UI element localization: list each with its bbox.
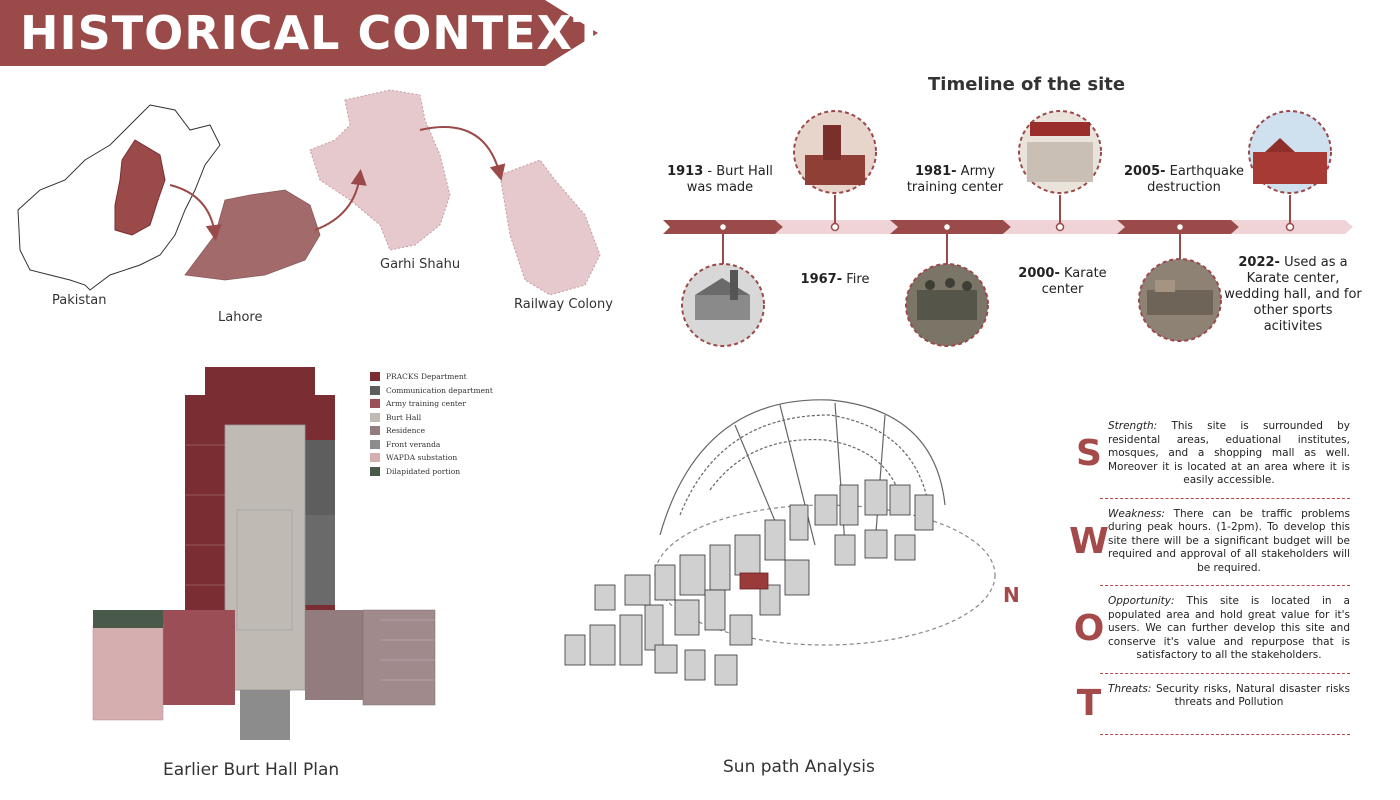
timeline-event-1913: 1913 - Burt Hall was made: [667, 164, 773, 195]
timeline: 1913 - Burt Hall was made 1967- Fire 198…: [655, 100, 1375, 360]
swot-letter-t: T: [1076, 682, 1102, 724]
swot-weakness: W Weakness: There can be traffic problem…: [1069, 507, 1350, 576]
legend-item: Burt Hall: [370, 411, 510, 424]
photo-1967: [793, 110, 877, 194]
map-label-railway-colony: Railway Colony: [514, 297, 613, 312]
map-label-lahore: Lahore: [218, 310, 263, 325]
swot-divider: [1100, 672, 1350, 674]
swot-divider: [1100, 497, 1350, 499]
legend-item: Army training center: [370, 397, 510, 410]
photo-1981: [905, 263, 989, 347]
swot-threats-text: Threats: Security risks, Natural disaste…: [1108, 682, 1350, 709]
site-highlight: [739, 572, 769, 590]
sun-path-drawing: [564, 399, 996, 686]
banner-arrow-shape: [0, 0, 598, 66]
legend-item: WAPDA substation: [370, 451, 510, 464]
photo-2022: [1248, 110, 1332, 194]
legend-item: Communication department: [370, 384, 510, 397]
lahore-shape: [184, 189, 321, 281]
plan-caption: Earlier Burt Hall Plan: [163, 760, 340, 780]
swot-opportunity-text: Opportunity: This site is located in a p…: [1108, 595, 1350, 661]
timeline-event-1981: 1981- Army training center: [906, 164, 1004, 195]
location-map-drawing: [17, 89, 601, 296]
swot-strength-text: Strength: This site is surrounded by res…: [1108, 420, 1350, 486]
timeline-event-1967: 1967- Fire: [800, 272, 870, 287]
swot-letter-w: W: [1069, 520, 1109, 562]
swot-strength: S Strength: This site is surrounded by r…: [1070, 420, 1350, 488]
north-indicator: N: [1003, 583, 1020, 607]
map-label-garhi-shahu: Garhi Shahu: [380, 257, 461, 272]
swot-weakness-text: Weakness: There can be traffic problems …: [1108, 507, 1350, 574]
swot-threats: T Threats: Security risks, Natural disas…: [1070, 683, 1350, 724]
timeline-graphic: [663, 110, 1353, 347]
timeline-title: Timeline of the site: [928, 74, 1126, 95]
legend-item: Dilapidated portion: [370, 465, 510, 478]
swot-divider: [1100, 585, 1350, 586]
photo-2005: [1138, 258, 1222, 342]
timeline-event-2000: 2000- Karate center: [1018, 266, 1107, 297]
legend-item: PRACKS Department: [370, 370, 510, 383]
legend-item: Residence: [370, 424, 510, 437]
map-label-pakistan: Pakistan: [52, 293, 107, 308]
railway-colony-shape: [499, 159, 601, 296]
swot-letter-o: O: [1073, 608, 1105, 650]
photo-2000: [1018, 110, 1102, 194]
floor-plan-drawing: [92, 367, 436, 740]
legend-item: Front veranda: [370, 438, 510, 451]
timeline-event-2022: 2022- Used as a Karate center, wedding h…: [1224, 255, 1362, 334]
timeline-event-2005: 2005- Earthquake destruction: [1123, 164, 1245, 195]
swot-opportunity: O Opportunity: This site is located in a…: [1070, 595, 1350, 663]
sun-path-caption: Sun path Analysis: [723, 757, 875, 777]
page-title: HISTORICAL CONTEXT: [20, 6, 606, 60]
location-maps: Pakistan Lahore Garhi Shahu Railway Colo…: [10, 85, 640, 355]
plan-legend: PRACKS Department Communication departme…: [370, 370, 510, 478]
swot-letter-s: S: [1076, 433, 1102, 475]
burt-hall-plan: [85, 365, 515, 745]
punjab-highlight: [114, 139, 166, 236]
swot-analysis: S Strength: This site is surrounded by r…: [1069, 420, 1350, 744]
photo-1913: [681, 263, 765, 347]
swot-divider: [1100, 733, 1350, 735]
header-banner: HISTORICAL CONTEXT: [0, 0, 604, 66]
garhi-shahu-shape: [309, 89, 451, 251]
sun-path-analysis: N: [535, 385, 1035, 725]
